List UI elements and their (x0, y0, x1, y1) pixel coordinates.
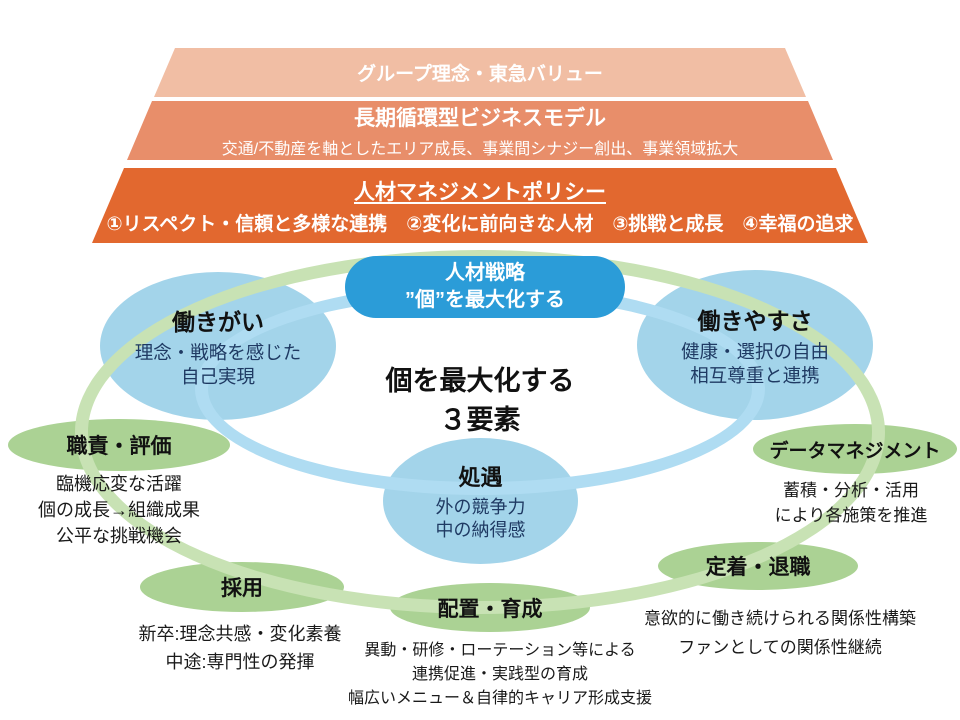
pillar-data-management-title: データマネジメント (769, 440, 941, 462)
pillar-retention-resignation-note: 意欲的に働き続けられる関係性構築 ファンとしての関係性継続 (644, 609, 916, 657)
pillar-role-evaluation-note: 臨機応変な活躍 個の成長→組織成果 公平な挑戦機会 (38, 474, 200, 547)
pillar-recruitment-note: 新卒:理念共感・変化素養 中途:専門性の発揮 (138, 624, 342, 672)
pyramid-layer1-title: グループ理念・東急バリュー (357, 64, 603, 85)
factor-compensation-body: 外の競争力 中の納得感 (435, 496, 526, 540)
pillar-recruitment-title: 採用 (221, 577, 263, 600)
factor-work-satisfaction-body: 理念・戦略を感じた 自己実現 (134, 342, 302, 387)
hr-strategy-pill-line2: ”個”を最大化する (405, 289, 565, 311)
factor-work-comfort-title: 働きやすさ (697, 308, 813, 335)
pyramid-layer-group-philosophy: グループ理念・東急バリュー (154, 48, 806, 97)
hr-strategy-pill-line1: 人材戦略 (445, 262, 525, 284)
pillar-assignment-development-note: 異動・研修・ローテーション等による 連携促進・実践型の育成 幅広いメニュー＆自律… (347, 642, 652, 707)
factor-work-satisfaction-title: 働きがい (172, 309, 264, 336)
factor-work-comfort-body: 健康・選択の自由 相互尊重と連携 (680, 341, 829, 386)
center-caption: 個を最大化する ３要素 (385, 366, 575, 436)
pyramid-layer3-subtitle: ①リスペクト・信頼と多様な連携 ②変化に前向きな人材 ③挑戦と成長 ④幸福の追求 (106, 213, 854, 235)
pyramid-layer3-title: 人材マネジメントポリシー (354, 180, 606, 204)
pyramid-layer-hr-policy: 人材マネジメントポリシー ①リスペクト・信頼と多様な連携 ②変化に前向きな人材 … (92, 168, 868, 243)
factor-compensation-title: 処遇 (458, 464, 503, 490)
pillar-role-evaluation-title: 職責・評価 (66, 435, 172, 458)
pillar-assignment-development-title: 配置・育成 (437, 597, 543, 621)
pyramid-layer2-subtitle: 交通/不動産を軸としたエリア成長、事業間シナジー創出、事業領域拡大 (221, 141, 739, 158)
pyramid-layer-business-model: 長期循環型ビジネスモデル 交通/不動産を軸としたエリア成長、事業間シナジー創出、… (127, 101, 833, 160)
hr-strategy-pill: 人材戦略 ”個”を最大化する (345, 256, 625, 318)
pillar-retention-resignation-title: 定着・退職 (705, 556, 811, 579)
pyramid-layer2-title: 長期循環型ビジネスモデル (354, 107, 606, 130)
pillar-data-management-note: 蓄積・分析・活用 により各施策を推進 (774, 481, 928, 525)
